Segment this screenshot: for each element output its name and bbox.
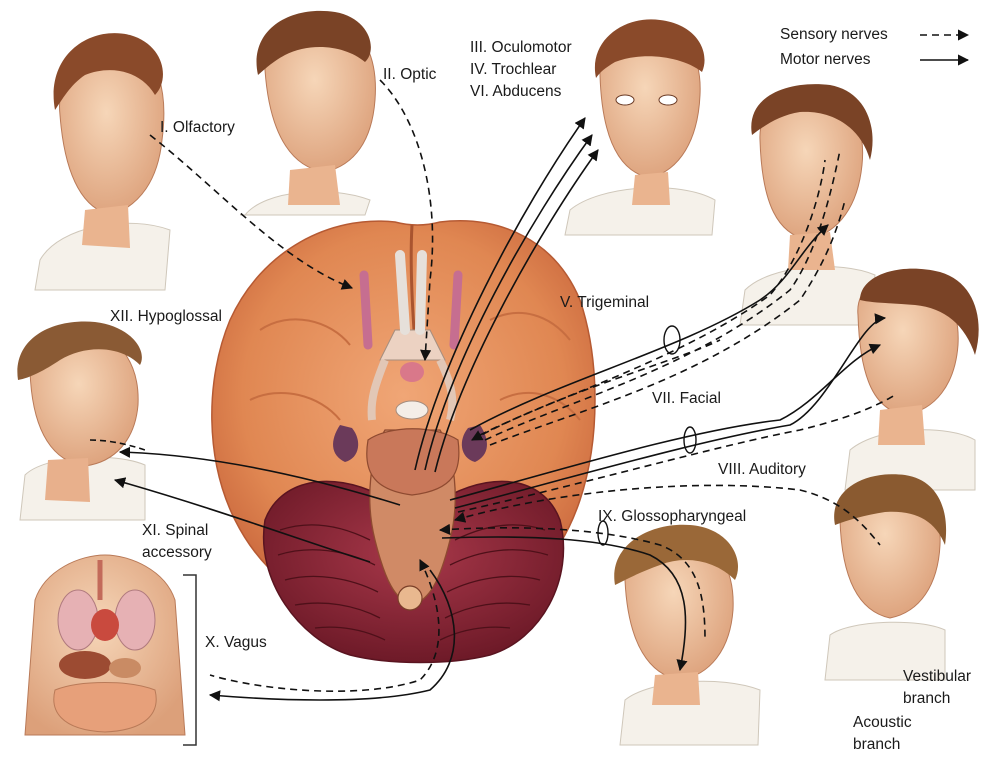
head-oculomotor — [565, 19, 715, 235]
nerve-label-glossopharyngeal: IX. Glossopharyngeal — [598, 507, 746, 527]
head-facial — [845, 269, 979, 490]
branch-label-acoustic-2: branch — [853, 735, 900, 755]
olfactory-tract — [454, 275, 458, 345]
nerve-label-trochlear: IV. Trochlear — [470, 60, 556, 80]
vagus-bracket — [183, 575, 196, 745]
nerve-label-hypoglossal: XII. Hypoglossal — [110, 307, 222, 327]
nerve-label-optic: II. Optic — [383, 65, 436, 85]
head-trigeminal — [740, 84, 875, 325]
head-olfactory — [35, 33, 170, 290]
nerve-label-facial: VII. Facial — [652, 389, 721, 409]
optic-nerve — [420, 255, 422, 330]
branch-label-vestibular-2: branch — [903, 689, 950, 709]
legend-motor-label: Motor nerves — [780, 50, 870, 70]
head-auditory — [825, 474, 946, 680]
nerve-label-auditory: VIII. Auditory — [718, 460, 806, 480]
legend-sensory-label: Sensory nerves — [780, 25, 888, 45]
spinal-cord-section — [398, 586, 422, 610]
olfactory-tract — [364, 275, 368, 345]
head-glossopharyngeal — [614, 525, 760, 745]
nerve-label-spinal-accessory-2: accessory — [142, 543, 212, 563]
nerve-label-trigeminal: V. Trigeminal — [560, 293, 649, 313]
nerve-label-abducens: VI. Abducens — [470, 82, 561, 102]
head-optic — [240, 11, 375, 215]
branch-label-vestibular-1: Vestibular — [903, 667, 971, 687]
mammillary-bodies — [396, 401, 428, 419]
nerve-label-spinal-accessory-1: XI. Spinal — [142, 521, 208, 541]
torso-vagus — [25, 555, 185, 735]
branch-label-acoustic-1: Acoustic — [853, 713, 912, 733]
head-hypoglossal — [17, 322, 145, 520]
nerve-label-olfactory: I. Olfactory — [160, 118, 235, 138]
optic-nerve — [400, 255, 405, 330]
pituitary-stalk — [400, 362, 424, 382]
nerve-label-vagus: X. Vagus — [205, 633, 267, 653]
brain-inferior-view — [212, 221, 595, 663]
nerve-label-oculomotor: III. Oculomotor — [470, 38, 572, 58]
legend — [920, 35, 968, 60]
